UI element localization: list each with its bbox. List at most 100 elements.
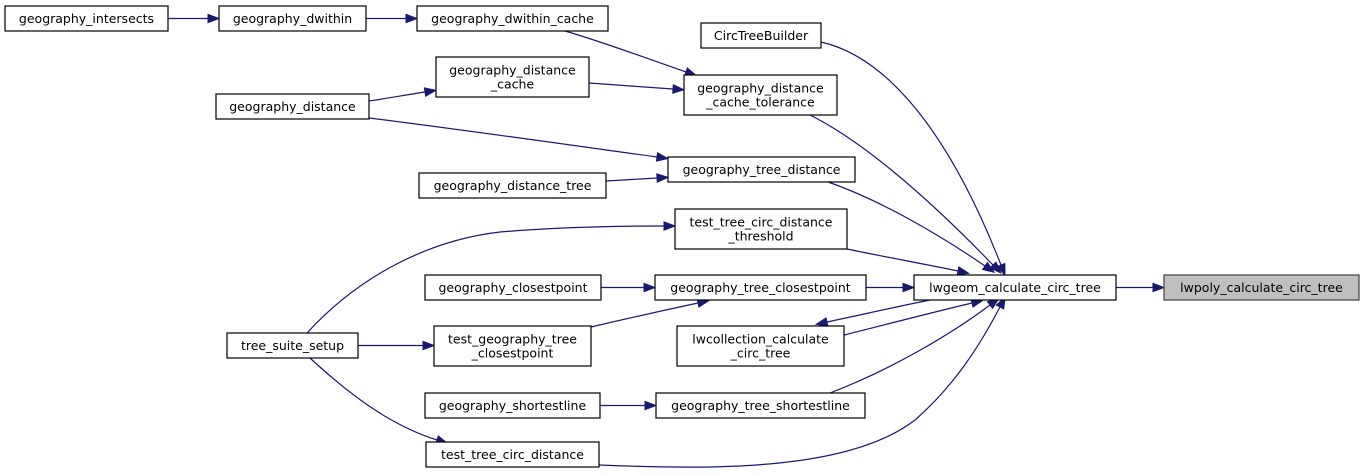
edge-line: [368, 91, 426, 102]
arrowhead-icon: [981, 261, 996, 274]
node-label: CircTreeBuilder: [714, 28, 809, 43]
node-box: [4, 5, 169, 32]
node-label: lwgeom_calculate_circ_tree: [929, 280, 1101, 295]
edge-CircTreeBuilder-to-lwgeom_calculate_circ_tree: [820, 41, 1006, 277]
edge-line: [809, 114, 994, 266]
edge-geography_distance-to-geography_tree_distance: [368, 117, 670, 162]
node-box: [424, 274, 602, 301]
edge-geography_distance_cache-to-geography_distance_cache_tolerance: [588, 82, 686, 94]
node-geography-tree-distance[interactable]: geography_tree_distance: [667, 156, 856, 183]
node-box: [226, 332, 359, 359]
node-label: geography_intersects: [19, 11, 154, 26]
node-box: [655, 392, 866, 419]
node-label: geography_distance: [229, 99, 356, 114]
edge-line: [368, 117, 658, 158]
edge-geography_intersects-to-geography_dwithin: [168, 13, 221, 24]
arrowhead-icon: [656, 173, 670, 183]
node-label: lwcollection_calculate: [692, 332, 829, 347]
edge-line: [588, 82, 674, 90]
node-label: geography_closestpoint: [439, 280, 588, 295]
node-lwgeom-calculate-circ-tree[interactable]: lwgeom_calculate_circ_tree: [913, 274, 1117, 301]
node-geography-closestpoint[interactable]: geography_closestpoint: [424, 274, 602, 301]
node-label: geography_distance: [697, 81, 824, 96]
node-label: test_geography_tree: [448, 332, 577, 347]
edge-geography_dwithin-to-geography_dwithin_cache: [366, 13, 419, 24]
arrowhead-icon: [422, 340, 436, 351]
node-label: geography_distance_tree: [434, 178, 592, 193]
node-label: geography_shortestline: [439, 398, 587, 413]
node-box: [418, 172, 607, 199]
edge-geography_closestpoint-to-geography_tree_closestpoint: [601, 282, 657, 293]
node-CircTreeBuilder[interactable]: CircTreeBuilder: [700, 22, 822, 49]
node-geography-shortestline[interactable]: geography_shortestline: [424, 392, 601, 419]
edge-test_tree_circ_distance-to-lwgeom_calculate_circ_tree: [598, 296, 1006, 468]
edge-test_geography_tree_closestpoint-to-geography_tree_closestpoint: [590, 298, 711, 328]
arrowhead-icon: [423, 87, 438, 97]
node-geography-dwithin[interactable]: geography_dwithin: [218, 5, 367, 32]
node-label: geography_distance: [449, 63, 576, 78]
edge-geography_distance_cache_tolerance-to-lwgeom_calculate_circ_tree: [809, 114, 1002, 274]
edge-tree_suite_setup-to-test_tree_circ_distance_threshold: [306, 221, 677, 334]
node-geography-distance-cache[interactable]: geography_distance_cache: [435, 56, 590, 98]
node-label: geography_tree_distance: [683, 162, 841, 177]
node-geography-intersects[interactable]: geography_intersects: [4, 5, 169, 32]
node-box: [425, 441, 600, 468]
edge-geography_tree_distance-to-lwgeom_calculate_circ_tree: [827, 181, 996, 274]
node-geography-distance-cache-tolerance[interactable]: geography_distance_cache_tolerance: [683, 74, 838, 116]
edge-line: [590, 302, 699, 328]
arrowhead-icon: [902, 282, 916, 293]
node-box: [654, 274, 867, 301]
edge-lwgeom_calculate_circ_tree-to-lwcollection_calculate_circ_tree: [814, 299, 931, 327]
edge-line: [564, 30, 687, 73]
edge-line: [829, 304, 991, 394]
node-label: _circ_tree: [730, 346, 791, 361]
edge-line: [827, 181, 986, 267]
node-label: geography_dwithin: [233, 11, 352, 26]
node-box: [683, 74, 838, 116]
node-label: tree_suite_setup: [241, 338, 344, 353]
edge-line: [598, 306, 1001, 468]
arrowhead-icon: [405, 13, 419, 24]
arrowhead-icon: [956, 266, 971, 276]
node-geography-tree-closestpoint[interactable]: geography_tree_closestpoint: [654, 274, 867, 301]
edge-geography_shortestline-to-geography_tree_shortestline: [600, 400, 658, 411]
node-test-tree-circ-distance[interactable]: test_tree_circ_distance: [425, 441, 600, 468]
arrowhead-icon: [814, 317, 829, 327]
node-lwpoly-calculate-circ-tree: lwpoly_calculate_circ_tree: [1163, 274, 1360, 301]
node-label: _cache_tolerance: [705, 95, 815, 110]
node-tree-suite-setup[interactable]: tree_suite_setup: [226, 332, 359, 359]
arrowhead-icon: [644, 400, 658, 411]
node-geography-distance-tree[interactable]: geography_distance_tree: [418, 172, 607, 199]
edge-line: [820, 41, 1002, 266]
node-test-geography-tree-closestpoint[interactable]: test_geography_tree_closestpoint: [433, 325, 592, 367]
node-geography-tree-shortestline[interactable]: geography_tree_shortestline: [655, 392, 866, 419]
edge-line: [846, 248, 959, 272]
edge-geography_tree_shortestline-to-lwgeom_calculate_circ_tree: [829, 297, 1000, 394]
arrowhead-icon: [672, 84, 686, 94]
node-box: [435, 56, 590, 98]
edge-geography_tree_closestpoint-to-lwgeom_calculate_circ_tree: [866, 282, 916, 293]
arrowhead-icon: [663, 221, 677, 231]
node-label: _closestpoint: [471, 346, 554, 361]
node-geography-distance[interactable]: geography_distance: [215, 93, 370, 120]
arrowhead-icon: [996, 262, 1006, 277]
node-label: _cache: [490, 77, 535, 92]
node-box: [676, 325, 845, 367]
edges-layer: [168, 13, 1166, 468]
node-box: [218, 5, 367, 32]
node-lwcollection-calculate-circ-tree[interactable]: lwcollection_calculate_circ_tree: [676, 325, 845, 367]
node-test-tree-circ-distance-threshold[interactable]: test_tree_circ_distance_threshold: [674, 208, 848, 250]
arrowhead-icon: [643, 282, 657, 293]
node-label: geography_tree_shortestline: [671, 398, 850, 413]
node-box: [1163, 274, 1360, 301]
edge-line: [605, 177, 658, 182]
arrowhead-icon: [207, 13, 221, 24]
edge-line: [309, 357, 438, 441]
edge-test_tree_circ_distance_threshold-to-lwgeom_calculate_circ_tree: [846, 248, 971, 276]
edge-line: [843, 302, 973, 336]
edge-line: [826, 299, 931, 323]
node-geography-dwithin-cache[interactable]: geography_dwithin_cache: [416, 5, 609, 32]
node-label: test_tree_circ_distance: [441, 447, 584, 462]
node-box: [913, 274, 1117, 301]
